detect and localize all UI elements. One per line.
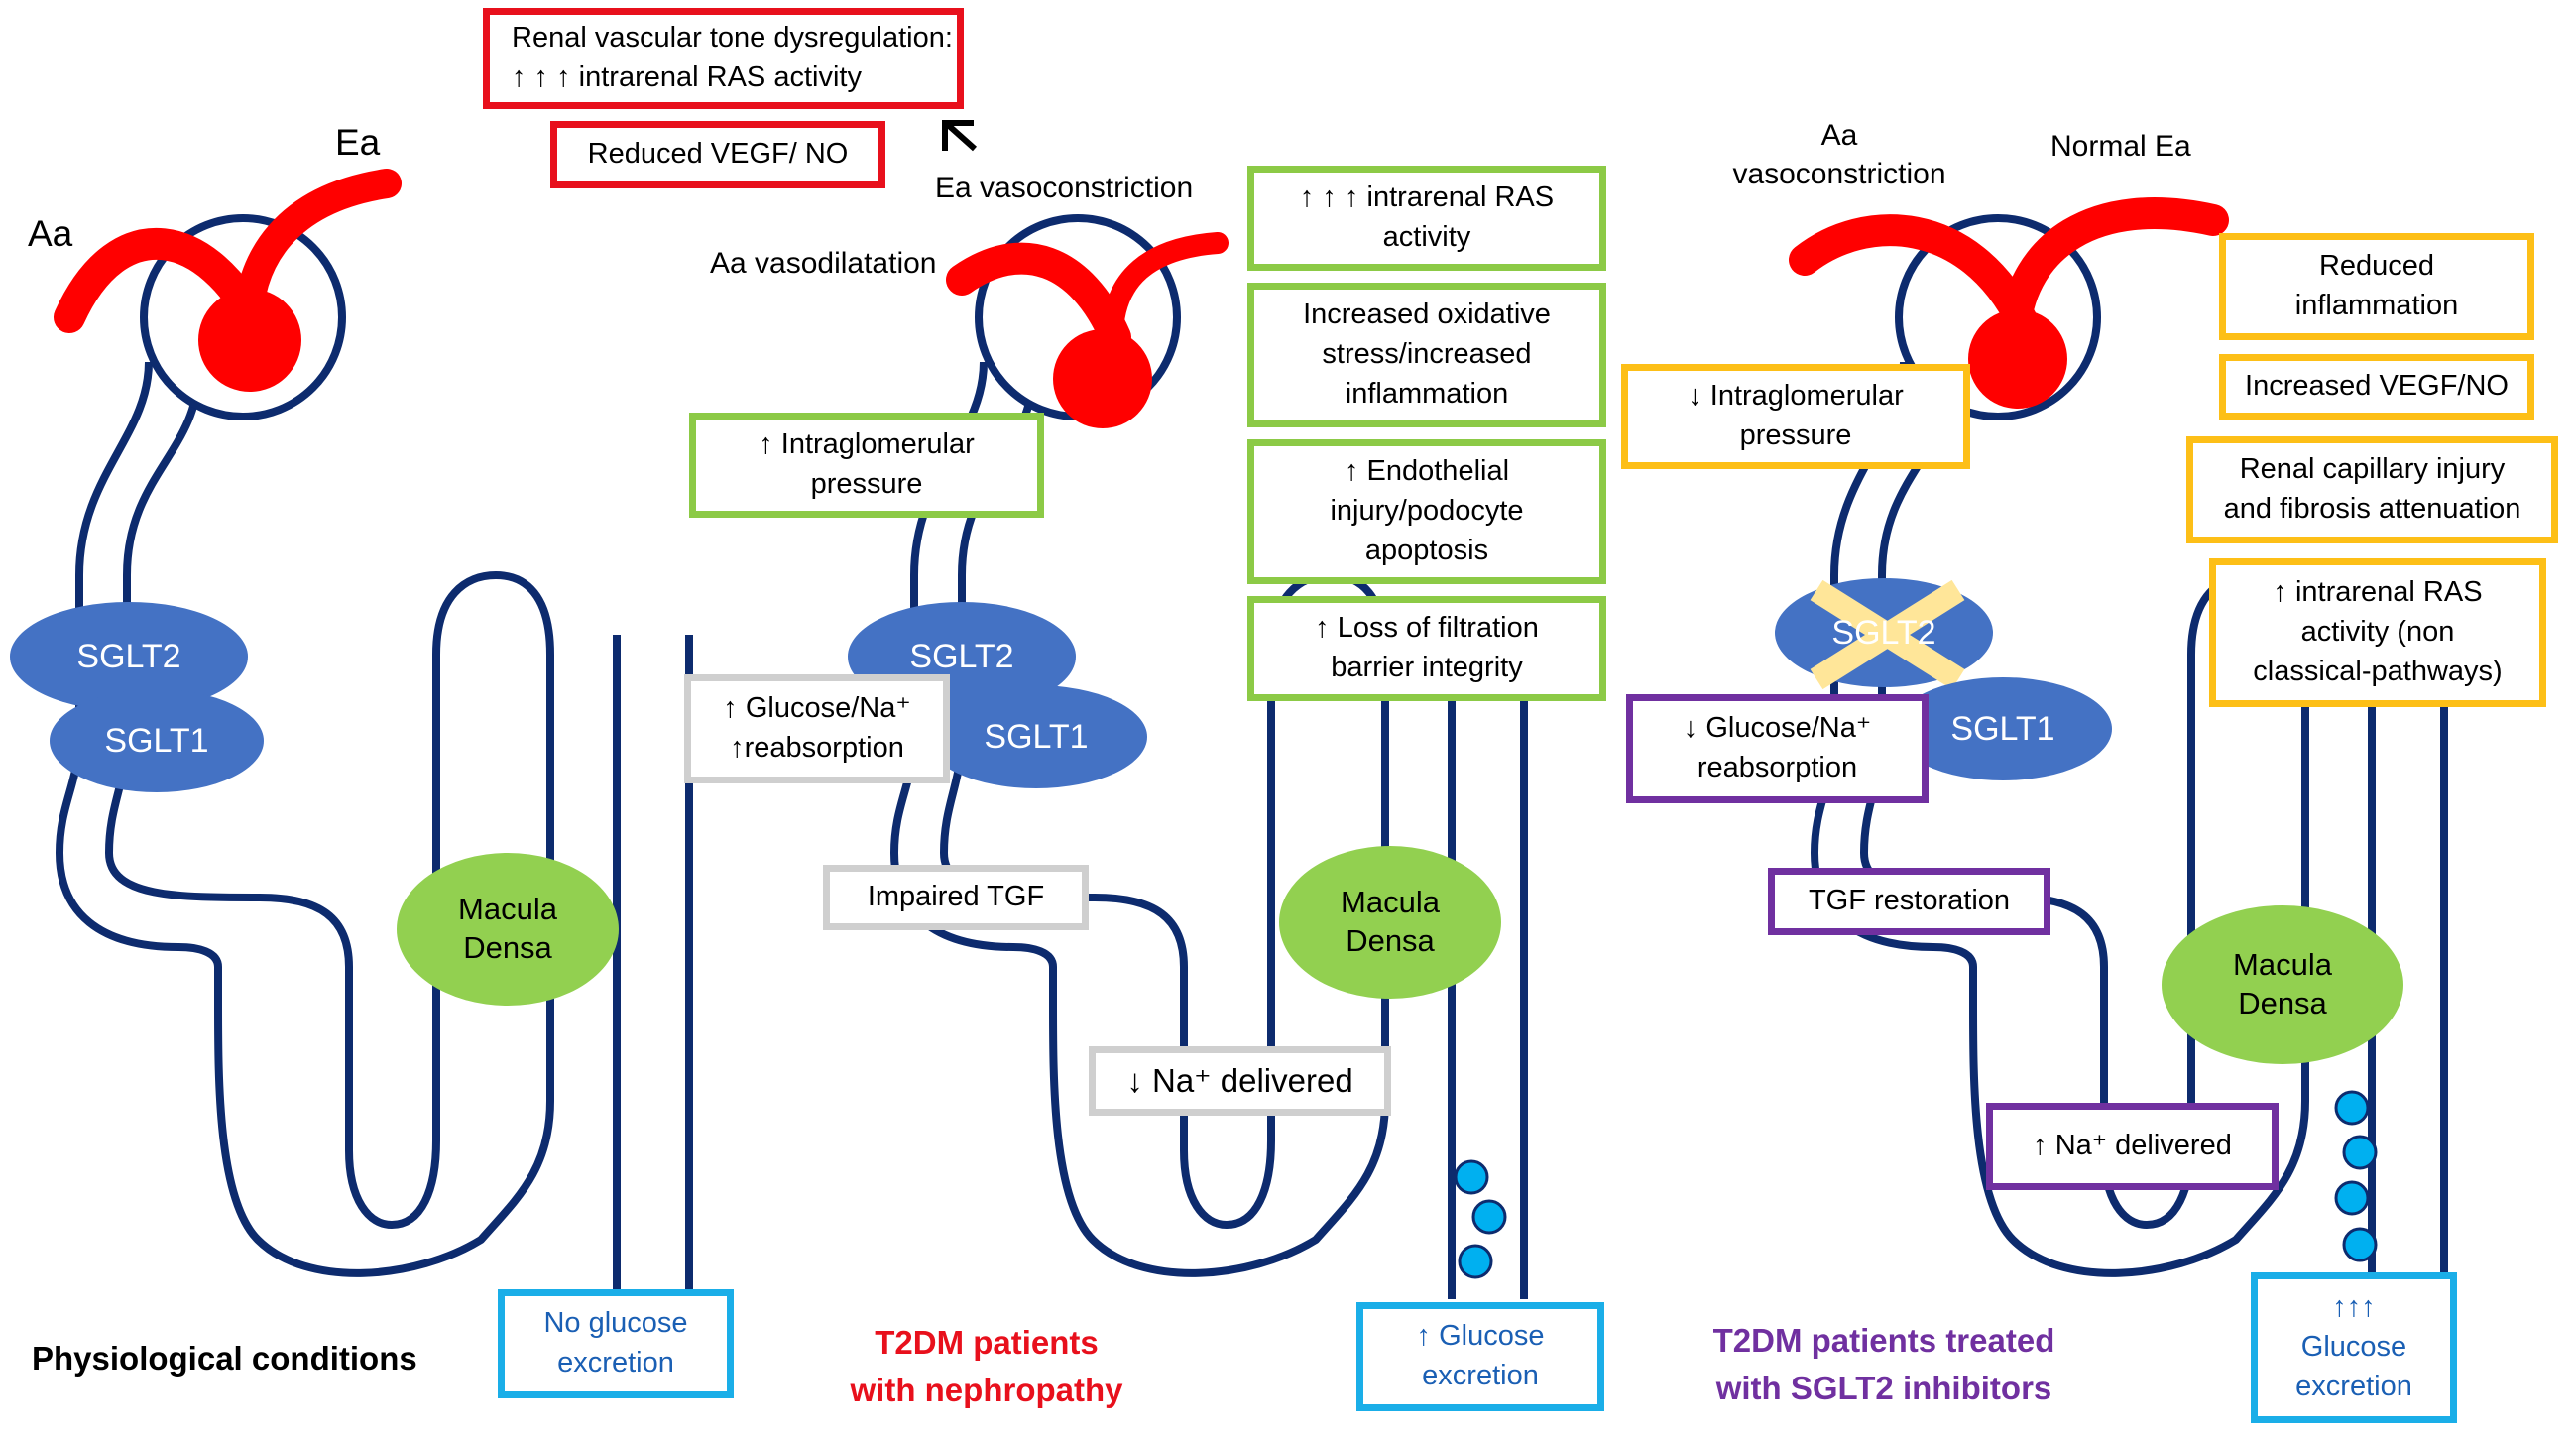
efferent-arteriole [1999, 197, 2229, 343]
glucose-molecule [1458, 1244, 1493, 1279]
nephron-sglt2-inhibitors [1775, 197, 2444, 1299]
aa-vasodilatation-label: Aa vasodilatation [710, 247, 937, 280]
arrow-up-left-icon [942, 120, 977, 152]
glucose-molecule [1471, 1199, 1507, 1235]
nephron-physiological [10, 169, 689, 1299]
aa-label: Aa [28, 213, 73, 254]
glucose-molecule [2334, 1180, 2370, 1216]
reduced-vegf-box: Reduced VEGF/ NO [550, 121, 885, 188]
na-delivered-box: ↑ Na⁺ delivered [1986, 1103, 2279, 1190]
na-delivered-box: ↓ Na⁺ delivered [1089, 1046, 1391, 1116]
increased-vegf-box: Increased VEGF/NO [2219, 354, 2534, 420]
afferent-arteriole [946, 242, 1131, 353]
glucose-molecule [2342, 1227, 2378, 1262]
glucose-reabsorption-box: ↑ Glucose/Na⁺↑reabsorption [684, 674, 950, 783]
macula-densa [2162, 905, 2403, 1064]
glucose-molecule [1454, 1159, 1489, 1195]
ea-vasoconstriction-label: Ea vasoconstriction [935, 172, 1194, 204]
inhibition-cross-icon [1810, 579, 1965, 690]
renal-vascular-tone-box: Renal vascular tone dysregulation:↑ ↑ ↑ … [483, 8, 964, 109]
sglt1-transporter [925, 685, 1147, 788]
ea-label: Ea [335, 122, 381, 163]
macula-densa [397, 853, 619, 1006]
glomerulus [1968, 309, 2067, 409]
glucose-molecule [2334, 1090, 2370, 1126]
glucose-reabsorption-box: ↓ Glucose/Na⁺reabsorption [1626, 694, 1929, 803]
sglt1-transporter [50, 689, 264, 792]
impaired-tgf-box: Impaired TGF [823, 865, 1089, 930]
sglt2-transporter [10, 602, 248, 711]
sglt1-transporter [1894, 677, 2112, 780]
normal-ea-label: Normal Ea [2050, 130, 2191, 163]
tgf-restoration-box: TGF restoration [1768, 868, 2050, 935]
glucose-molecule [2342, 1135, 2378, 1170]
afferent-arteriole [1789, 214, 2039, 338]
efferent-arteriole [1102, 232, 1229, 348]
glomerulus [1053, 329, 1152, 428]
macula-densa [1279, 846, 1501, 999]
glomerulus [198, 289, 301, 392]
panel1-title: Physiological conditions [32, 1340, 417, 1377]
